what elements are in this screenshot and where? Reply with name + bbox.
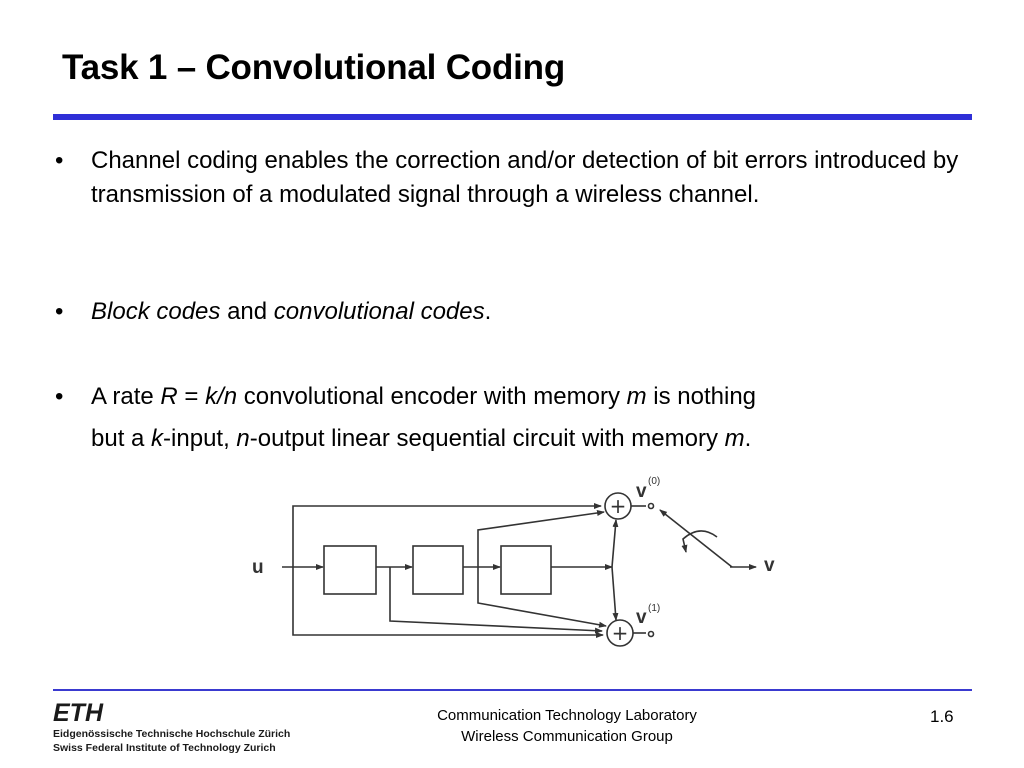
period: . bbox=[484, 298, 492, 325]
switch-contact-0 bbox=[647, 502, 655, 510]
text-run: convolutional encoder with memory bbox=[237, 383, 627, 410]
connector-text: and bbox=[220, 298, 274, 325]
convolutional-encoder-diagram: + + u v v (0) v (1) bbox=[252, 476, 775, 647]
text-run: -output linear sequential circuit with m… bbox=[249, 425, 725, 452]
output-1-label: v bbox=[636, 607, 647, 628]
text-run: but a bbox=[91, 425, 152, 452]
institution-name-german: Eidgenössische Technische Hochschule Zür… bbox=[53, 728, 291, 740]
output-1-superscript: (1) bbox=[648, 603, 660, 614]
institution-name-english: Swiss Federal Institute of Technology Zu… bbox=[53, 742, 276, 754]
output-label-v: v bbox=[764, 555, 775, 576]
rotation-arrow bbox=[681, 530, 718, 553]
symbol-m: m bbox=[724, 425, 745, 452]
input-label-u: u bbox=[252, 557, 264, 578]
shift-register-2 bbox=[412, 545, 464, 595]
text-run: is nothing bbox=[646, 383, 757, 410]
tap-input-to-adder0 bbox=[292, 503, 602, 567]
tap-reg1-to-adder1 bbox=[389, 567, 603, 634]
adder-1-symbol: + bbox=[612, 621, 629, 645]
bullet-marker: • bbox=[55, 298, 64, 325]
text-run: A rate bbox=[91, 383, 161, 410]
slide-title: Task 1 – Convolutional Coding bbox=[62, 48, 566, 87]
tap-reg3-to-adder0 bbox=[611, 519, 619, 568]
symbol-k-over-n: k/n bbox=[205, 383, 238, 410]
text-run: -input, bbox=[163, 425, 237, 452]
eth-logo: ETH bbox=[53, 700, 104, 724]
symbol-k: k bbox=[151, 425, 164, 452]
shift-register-3 bbox=[500, 545, 552, 595]
symbol-R: R bbox=[160, 383, 178, 410]
commutator-arm bbox=[659, 509, 733, 568]
title-divider bbox=[53, 114, 972, 120]
bullet-encoder-definition: • A rate R = k/n convolutional encoder w… bbox=[55, 376, 971, 460]
switch-contact-1 bbox=[647, 630, 655, 638]
tap-reg2-to-adder1 bbox=[477, 567, 607, 628]
bullet-marker: • bbox=[55, 147, 64, 174]
bullet-channel-coding: • Channel coding enables the correction … bbox=[55, 144, 971, 212]
footer-divider bbox=[53, 689, 972, 691]
text-run: = bbox=[177, 383, 206, 410]
tap-input-to-adder1 bbox=[292, 567, 604, 638]
bullet-text: Channel coding enables the correction an… bbox=[91, 147, 959, 208]
symbol-n: n bbox=[236, 425, 250, 452]
lab-name: Communication Technology Laboratory bbox=[437, 707, 697, 724]
tap-reg2-to-adder0 bbox=[477, 510, 605, 567]
output-0-superscript: (0) bbox=[648, 476, 660, 487]
tap-reg3-to-adder1 bbox=[611, 566, 619, 621]
term-convolutional-codes: convolutional codes bbox=[273, 298, 485, 325]
shift-register-1 bbox=[323, 545, 377, 595]
slide-number: 1.6 bbox=[930, 707, 954, 726]
bullet-code-types: • Block codes and convolutional codes. bbox=[55, 295, 971, 329]
term-block-codes: Block codes bbox=[91, 298, 221, 325]
bullet-marker: • bbox=[55, 383, 64, 410]
output-0-label: v bbox=[636, 481, 647, 502]
adder-0-symbol: + bbox=[610, 494, 627, 518]
definition-line-2: but a k-input, n-output linear sequentia… bbox=[91, 418, 971, 460]
text-run: . bbox=[744, 425, 752, 452]
group-name: Wireless Communication Group bbox=[461, 728, 673, 745]
eth-logo-text: ETH bbox=[53, 700, 104, 724]
symbol-m: m bbox=[626, 383, 647, 410]
definition-line-1: A rate R = k/n convolutional encoder wit… bbox=[91, 376, 971, 418]
